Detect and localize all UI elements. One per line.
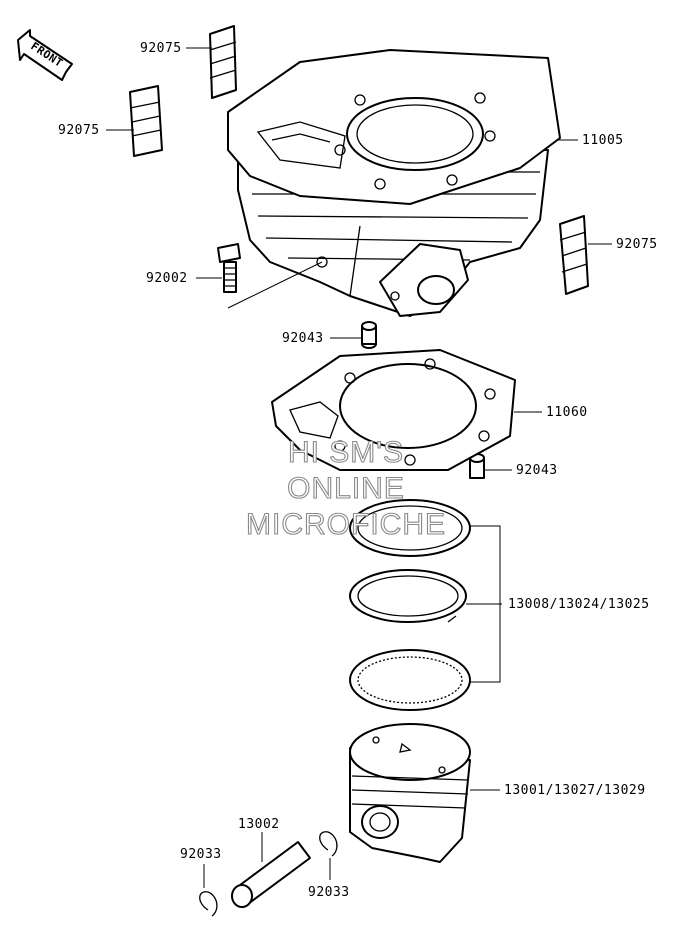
watermark: HI SM'S ONLINE MICROFICHE [245,435,446,541]
label-13002: 13002 [238,817,280,832]
rubber-damper-left [129,85,163,157]
circlip-right [319,831,338,857]
piston-ring-second [349,569,467,623]
label-13001-13027-13029: 13001/13027/13029 [504,783,646,798]
label-92043-bottom: 92043 [516,463,558,478]
label-92043-top: 92043 [282,331,324,346]
piston-pin [231,841,311,908]
rubber-damper-top [209,25,237,99]
label-92033-left: 92033 [180,847,222,862]
watermark-line-3: MICROFICHE [246,508,446,541]
label-13008-13024-13025: 13008/13024/13025 [508,597,650,612]
label-92033-right: 92033 [308,885,350,900]
label-92075-right: 92075 [616,237,658,252]
oil-ring [349,649,471,711]
dowel-pin-top [361,321,377,349]
cylinder-block [227,49,561,317]
cylinder-bolt [217,243,241,293]
cylinder-gasket [271,349,516,471]
watermark-line-2: ONLINE [287,472,405,505]
front-arrow-icon: FRONT [17,29,73,81]
piston [349,723,471,863]
label-92002: 92002 [146,271,188,286]
watermark-line-1: HI SM'S [288,436,404,469]
leader-lines [106,47,612,888]
piston-ring-top [349,499,471,557]
label-92075-top: 92075 [140,41,182,56]
label-11005: 11005 [582,133,624,148]
label-92075-left: 92075 [58,123,100,138]
rubber-damper-right [559,215,589,295]
label-11060: 11060 [546,405,588,420]
circlip-left [199,891,218,917]
